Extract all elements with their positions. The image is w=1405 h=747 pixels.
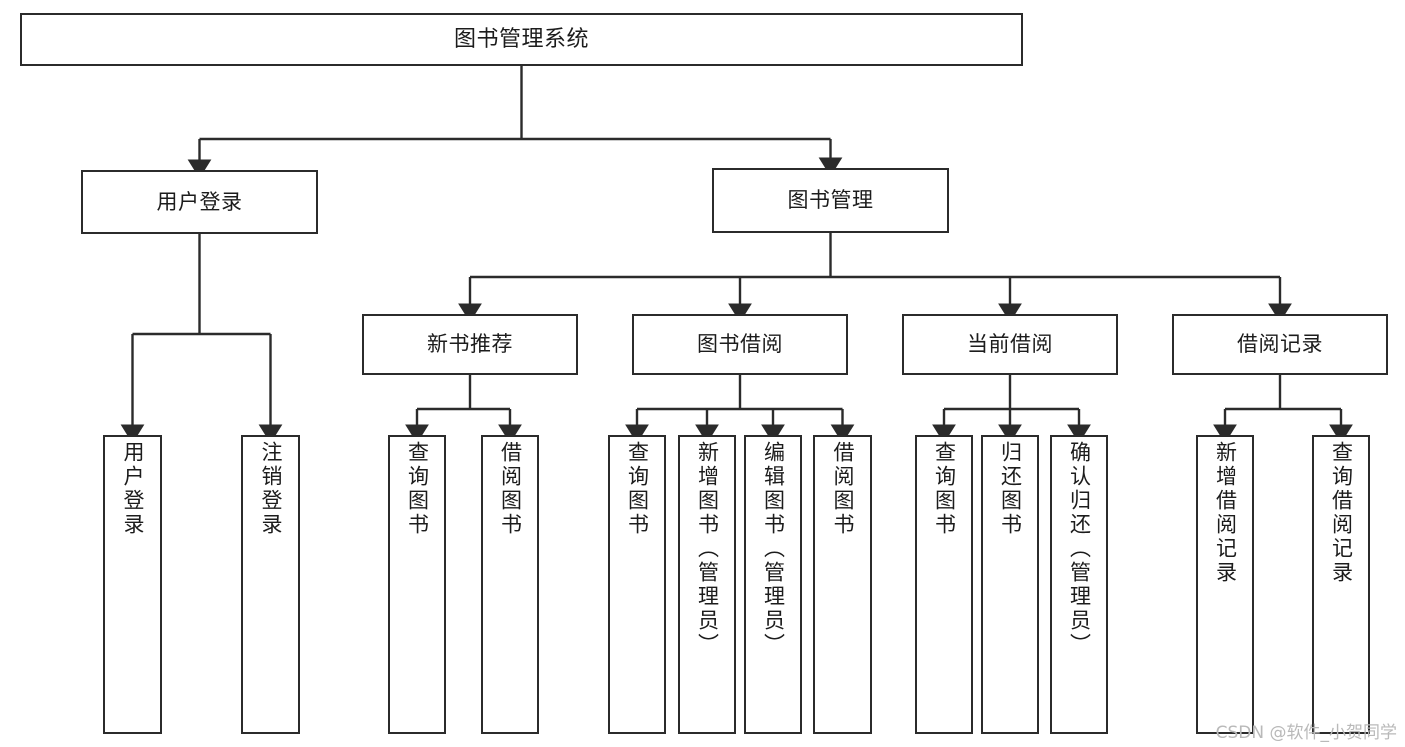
node-label: 图书借阅 <box>697 332 783 357</box>
node-current-borrow[interactable]: 当前借阅 <box>902 314 1118 375</box>
node-user-login[interactable]: 用户登录 <box>81 170 318 234</box>
node-label: 用户登录 <box>121 441 145 537</box>
node-leaf-user-login[interactable]: 用户登录 <box>103 435 162 734</box>
node-borrow-record[interactable]: 借阅记录 <box>1172 314 1388 375</box>
node-leaf-borrow-book-1[interactable]: 借阅图书 <box>481 435 539 734</box>
node-leaf-edit-book[interactable]: 编辑图书（管理员） <box>744 435 802 734</box>
node-leaf-borrow-book-2[interactable]: 借阅图书 <box>813 435 872 734</box>
node-leaf-add-book[interactable]: 新增图书（管理员） <box>678 435 736 734</box>
node-label: 图书管理系统 <box>453 26 589 52</box>
node-leaf-query-book-1[interactable]: 查询图书 <box>388 435 446 734</box>
node-leaf-add-record[interactable]: 新增借阅记录 <box>1196 435 1254 734</box>
node-label: 查询借阅记录 <box>1329 441 1354 585</box>
node-label: 查询图书 <box>405 441 430 537</box>
node-label: 新书推荐 <box>427 332 513 357</box>
node-label: 用户登录 <box>156 189 243 214</box>
node-leaf-return-book[interactable]: 归还图书 <box>981 435 1039 734</box>
node-leaf-confirm-return[interactable]: 确认归还（管理员） <box>1050 435 1108 734</box>
node-label: 编辑图书（管理员） <box>761 441 786 657</box>
node-label: 图书管理 <box>787 188 874 213</box>
watermark-label: CSDN @软件_小贺同学 <box>1215 723 1397 743</box>
node-label: 归还图书 <box>998 441 1023 537</box>
node-label: 确认归还（管理员） <box>1067 441 1092 657</box>
node-label: 当前借阅 <box>967 332 1053 357</box>
node-leaf-query-book-2[interactable]: 查询图书 <box>608 435 666 734</box>
node-label: 注销登录 <box>259 441 283 537</box>
node-label: 查询图书 <box>932 441 957 537</box>
node-book-manage[interactable]: 图书管理 <box>712 168 949 233</box>
node-label: 新增图书（管理员） <box>695 441 720 657</box>
node-label: 借阅图书 <box>498 441 523 537</box>
node-label: 查询图书 <box>625 441 650 537</box>
node-book-borrow[interactable]: 图书借阅 <box>632 314 848 375</box>
node-new-book-rec[interactable]: 新书推荐 <box>362 314 578 375</box>
node-label: 新增借阅记录 <box>1213 441 1238 585</box>
node-leaf-query-book-3[interactable]: 查询图书 <box>915 435 973 734</box>
node-leaf-query-record[interactable]: 查询借阅记录 <box>1312 435 1370 734</box>
node-root[interactable]: 图书管理系统 <box>20 13 1023 66</box>
node-label: 借阅记录 <box>1237 332 1323 357</box>
node-label: 借阅图书 <box>831 441 855 537</box>
node-leaf-logout[interactable]: 注销登录 <box>241 435 300 734</box>
